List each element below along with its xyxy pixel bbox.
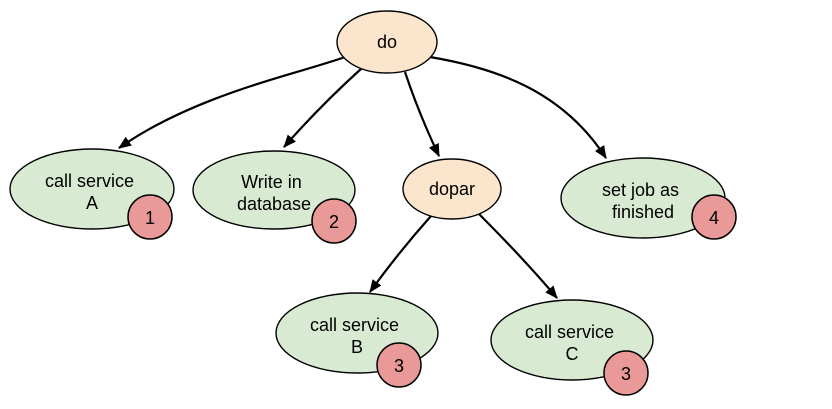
node-call-service-a-label-line2: A [86,193,98,213]
node-dopar-label-line1: dopar [429,179,475,199]
node-call-service-b-label: call service B [310,315,404,357]
badge-call-service-a-value: 1 [145,208,155,228]
edge-do-to-call-service-a [118,55,346,149]
edge-dopar-to-call-service-b [369,215,432,293]
badge-write-in-database: 2 [311,198,357,244]
node-dopar-shape [402,158,502,220]
node-do-label-line1: do [377,32,397,52]
node-call-service-a-label: call service A [45,171,139,213]
node-call-service-a: call service A 1 [9,148,175,240]
edge-dopar-to-call-service-c [476,211,558,299]
node-write-in-database-label-line1: Write in [241,172,302,192]
node-set-job-as-finished-label-line2: finished [612,202,674,222]
node-do: do [336,10,438,74]
node-call-service-b-label-line1: call service [310,315,399,335]
badge-call-service-c-circle [603,350,649,396]
badge-call-service-c: 3 [603,350,649,396]
node-write-in-database-label: Write in database [237,172,311,214]
node-set-job-as-finished: set job as finished 4 [560,157,737,240]
edge-do-to-write-in-database [283,67,363,148]
node-do-shape [336,10,438,74]
node-dopar-label: dopar [429,179,475,199]
node-call-service-c-label: call service C [525,322,619,364]
node-call-service-b: call service B 3 [275,292,439,388]
badge-write-in-database-circle [311,198,357,244]
badge-set-job-as-finished-circle [691,194,737,240]
badge-call-service-b-value: 3 [394,356,404,376]
node-set-job-as-finished-label-line1: set job as [602,180,679,200]
badge-call-service-a-circle [127,194,173,240]
node-call-service-b-label-line2: B [351,337,363,357]
edge-do-to-dopar [403,71,440,157]
node-call-service-c-label-line1: call service [525,322,614,342]
node-call-service-a-label-line1: call service [45,171,134,191]
badge-call-service-b-circle [376,342,422,388]
badge-write-in-database-value: 2 [329,212,339,232]
node-set-job-as-finished-label: set job as finished [602,180,684,222]
node-do-label: do [377,32,397,52]
node-call-service-c: call service C 3 [490,299,654,396]
badge-set-job-as-finished: 4 [691,194,737,240]
edge-do-to-set-job-as-finished [429,55,607,159]
badge-call-service-b: 3 [376,342,422,388]
node-write-in-database-label-line2: database [237,194,311,214]
badge-call-service-a: 1 [127,194,173,240]
node-dopar: dopar [402,158,502,220]
badge-set-job-as-finished-value: 4 [709,208,719,228]
node-call-service-c-label-line2: C [566,344,579,364]
node-write-in-database: Write in database 2 [192,150,357,244]
badge-call-service-c-value: 3 [621,364,631,384]
edge-group [118,55,607,299]
